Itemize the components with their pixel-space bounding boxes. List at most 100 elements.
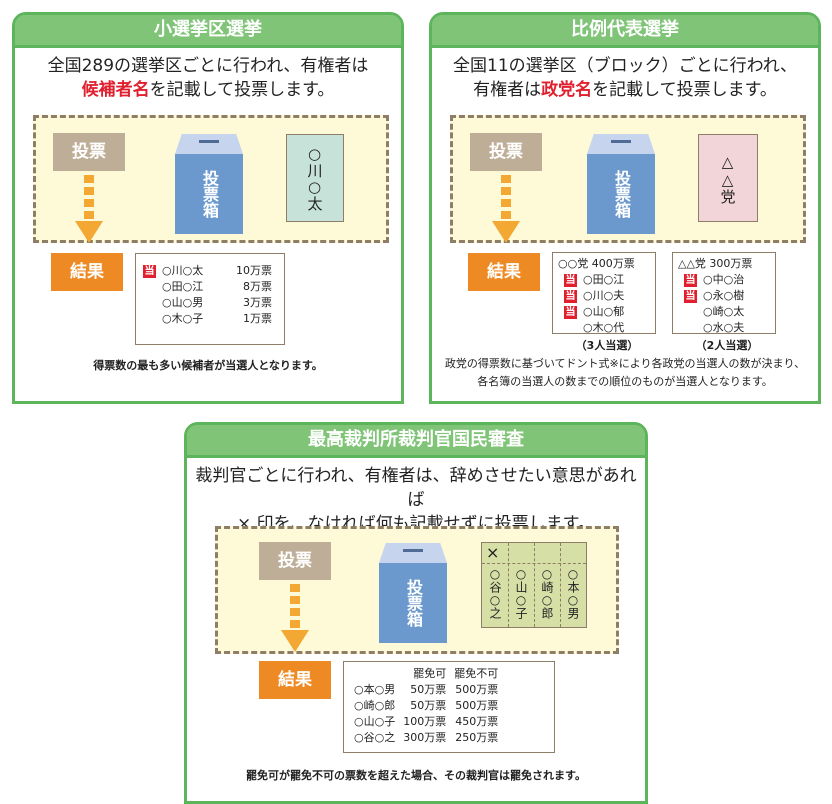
x-mark-icon: × — [486, 543, 500, 562]
smd-ballot-box-label: 投票箱 — [175, 154, 243, 234]
win-badge: 当 — [684, 274, 697, 287]
review-dismiss-cell: 300万票 — [403, 731, 447, 744]
pr-note-line1: 政党の得票数に基づいてドント式※により各政党の当選人の数が決まり、 — [444, 357, 806, 370]
candidate-name: ○山○男 — [162, 296, 204, 309]
review-name-cell: ○谷○之 — [354, 731, 396, 744]
review-ballot-divider — [508, 543, 509, 627]
party-result-box: ○○党 400万票当○田○江当 ○川○夫当 ○山○郁 ○木○代 — [552, 252, 656, 334]
win-badge: 当 — [564, 306, 577, 319]
review-result-box: 罷免可 罷免不可 ○本○男 50万票 500万票○崎○郎 50万票 500万票 ○山○子 1… — [343, 661, 555, 753]
pr-panel: 比例代表選挙 全国11の選挙区（ブロック）ごとに行われ、 有権者は政党名を記載し… — [429, 12, 821, 404]
pr-note: 政党の得票数に基づいてドント式※により各政党の当選人の数が決まり、 各名簿の当選… — [432, 355, 818, 391]
smd-panel: 小選挙区選挙 全国289の選挙区ごとに行われ、有権者は 候補者名を記載して投票し… — [12, 12, 404, 404]
review-result-header: 罷免可 罷免不可 — [350, 666, 502, 682]
review-result-label: 結果 — [259, 661, 331, 699]
pr-arrow-down-icon — [492, 221, 520, 243]
pr-emphasis: 政党名 — [541, 80, 593, 100]
smd-lead-line1: 全国289の選挙区ごとに行われ、有権者は — [47, 56, 369, 76]
smd-arrow-down-icon — [75, 221, 103, 243]
review-result-rows: ○本○男 50万票 500万票○崎○郎 50万票 500万票 ○山○子 100万票 450万票… — [350, 682, 502, 746]
review-name-cell: ○本○男 — [354, 683, 396, 696]
party-member-row: 当 ○川○夫 — [558, 288, 655, 304]
vote-count: 10万票 — [236, 264, 272, 277]
review-ballot-name: ○本○男 — [566, 567, 580, 619]
review-arrow-dash — [290, 596, 300, 604]
smd-lead-rest: を記載して投票します。 — [149, 80, 335, 100]
review-header-dismiss: 罷免可 — [413, 667, 447, 680]
vote-count: 1万票 — [243, 312, 272, 325]
win-badge: 当 — [684, 290, 697, 303]
review-keep-cell: 500万票 — [455, 683, 499, 696]
review-result-row: ○山○子 100万票 450万票 — [350, 714, 502, 730]
pr-ballot: △△党 — [698, 134, 758, 222]
candidate-name: ○木○代 — [583, 321, 625, 334]
party-seat-caption: （2人当選） — [695, 339, 759, 352]
pr-title: 比例代表選挙 — [432, 15, 818, 48]
review-arrow-dash — [290, 620, 300, 628]
candidate-name: ○永○樹 — [703, 289, 745, 302]
smd-result-row: 当 ○川○太 10万票 — [143, 263, 284, 279]
review-dismiss-cell: 50万票 — [410, 683, 447, 696]
pr-lead-line1: 全国11の選挙区（ブロック）ごとに行われ、 — [453, 56, 797, 76]
pr-result-label: 結果 — [468, 253, 540, 291]
party-header: △△党 300万票 — [678, 257, 753, 270]
review-ballot-box-label: 投票箱 — [379, 563, 447, 643]
party-member-row: 当○田○江 — [558, 272, 655, 288]
smd-note: 得票数の最も多い候補者が当選人となります。 — [93, 359, 323, 372]
review-ballot-divider — [560, 543, 561, 627]
review-keep-cell: 450万票 — [455, 715, 499, 728]
pr-note-line2: 各名簿の当選人の数までの順位のものが当選人となります。 — [477, 375, 773, 388]
ballot-box-lid — [587, 134, 655, 154]
smd-arrow-dash — [84, 211, 94, 219]
smd-arrow-dash — [84, 187, 94, 195]
ballot-box-lid — [379, 543, 447, 563]
review-lead-line1: 裁判官ごとに行われ、有権者は、辞めさせたい意思があれば — [195, 466, 637, 510]
pr-lead: 全国11の選挙区（ブロック）ごとに行われ、 有権者は政党名を記載して投票します。 — [432, 54, 818, 102]
review-header-blank — [350, 666, 399, 682]
ballot-box-slot — [610, 140, 632, 143]
smd-result-row: ○山○男 3万票 — [143, 295, 284, 311]
party-result-box: △△党 300万票当○中○治当○永○樹○崎○太○水○夫 — [672, 252, 776, 334]
candidate-name: ○水○夫 — [703, 321, 745, 334]
review-result-row: ○本○男 50万票 500万票 — [350, 682, 502, 698]
pr-arrow-dash — [501, 187, 511, 195]
smd-arrow-dash — [84, 175, 94, 183]
review-header-keep: 罷免不可 — [454, 667, 499, 680]
review-note: 罷免可が罷免不可の票数を超えた場合、その裁判官は罷免されます。 — [246, 769, 586, 782]
party-seat-caption: （3人当選） — [575, 339, 639, 352]
party-member-row: 当 ○山○郁 — [558, 304, 655, 320]
smd-lead-line2: 候補者名を記載して投票します。 — [15, 78, 401, 102]
review-arrow-dash — [290, 584, 300, 592]
party-header: ○○党 400万票 — [558, 257, 635, 270]
party-member-row: 当 ○中○治 — [678, 272, 775, 288]
candidate-name: ○田○江 — [162, 280, 204, 293]
ballot-box-slot — [198, 140, 220, 143]
smd-title: 小選挙区選挙 — [15, 15, 401, 48]
review-arrow-down-icon — [281, 630, 309, 652]
review-result-table: 罷免可 罷免不可 ○本○男 50万票 500万票○崎○郎 50万票 500万票 ○山○子 1… — [350, 666, 502, 746]
win-badge: 当 — [143, 265, 156, 278]
ballot-box-slot — [402, 549, 424, 552]
review-ballot-name: ○谷○之 — [488, 567, 502, 619]
candidate-name: ○川○夫 — [583, 289, 625, 302]
pr-arrow-dash — [501, 175, 511, 183]
review-name-cell: ○山○子 — [354, 715, 396, 728]
candidate-name: ○山○郁 — [583, 305, 625, 318]
smd-arrow-dash — [84, 199, 94, 207]
review-ballot-name: ○崎○郎 — [540, 567, 554, 619]
review-arrow-dash — [290, 608, 300, 616]
review-keep-cell: 500万票 — [455, 699, 499, 712]
pr-ballot-box-label: 投票箱 — [587, 154, 655, 234]
review-dismiss-cell: 100万票 — [403, 715, 447, 728]
win-badge: 当 — [564, 290, 577, 303]
candidate-name: ○中○治 — [703, 273, 745, 286]
candidate-name: ○川○太 — [162, 264, 204, 277]
review-name-cell: ○崎○郎 — [354, 699, 396, 712]
review-ballot-name: ○山○子 — [514, 567, 528, 619]
vote-count: 3万票 — [243, 296, 272, 309]
